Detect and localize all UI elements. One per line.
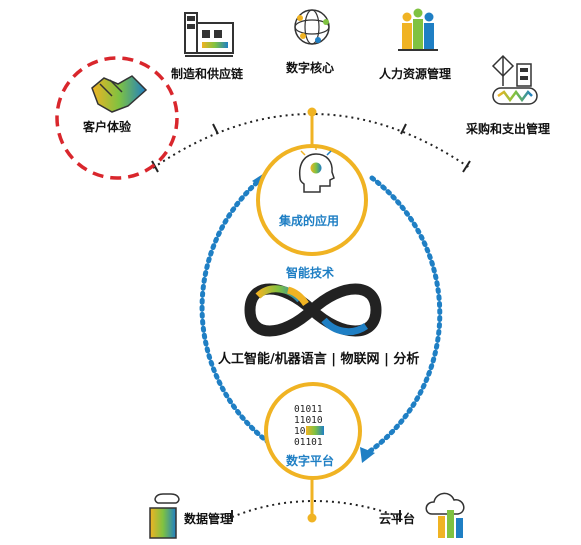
top-dotted-arc: [152, 113, 471, 169]
binary-row: 01101: [294, 437, 323, 448]
factory-icon: [184, 12, 234, 57]
node-procurement-spend: 采购和支出管理: [466, 122, 551, 136]
node-manufacturing-supply-chain: 制造和供应链: [171, 67, 244, 81]
customer-experience-circle: [55, 56, 179, 180]
blue-arc-left: [199, 175, 271, 445]
binary-code-icon: 01011 11010 10 01101: [294, 404, 324, 448]
arc-tick: [400, 123, 407, 135]
head-lightbulb-icon: [298, 146, 335, 193]
node-digital-platform: 数字平台: [286, 454, 335, 468]
arc-tick: [462, 160, 471, 173]
cloud-icon: [425, 492, 465, 538]
data-management-icon: [149, 493, 180, 539]
arc-tick: [212, 123, 219, 135]
people-icon: [398, 8, 438, 51]
node-integrated-apps: 集成的应用: [279, 214, 340, 228]
digital-core-icon: [294, 9, 330, 45]
blue-arc-right: [363, 175, 443, 457]
gold-dot-bottom: [307, 513, 317, 523]
bottom-dotted-arc: [231, 500, 401, 518]
node-data-management: 数据管理: [184, 512, 233, 526]
handshake-icon: [91, 75, 148, 113]
node-digital-core: 数字核心: [286, 61, 335, 75]
node-customer-experience: 客户体验: [83, 120, 132, 134]
infinity-loop-icon: [244, 283, 382, 337]
binary-row: 11010: [294, 415, 323, 426]
node-human-resources: 人力资源管理: [379, 67, 452, 81]
integrated-apps-circle: [256, 144, 368, 256]
binary-row: 10: [294, 426, 306, 437]
procurement-icon: [491, 54, 538, 105]
center-technologies: 人工智能/机器语言 | 物联网 | 分析: [218, 352, 420, 367]
binary-highlight: [306, 426, 324, 435]
center-title: 智能技术: [286, 266, 335, 280]
binary-row: 01011: [294, 404, 323, 415]
gold-dot-top: [307, 107, 317, 117]
node-cloud-platform: 云平台: [379, 512, 416, 526]
blue-arrow-head-bottom: [360, 447, 375, 463]
